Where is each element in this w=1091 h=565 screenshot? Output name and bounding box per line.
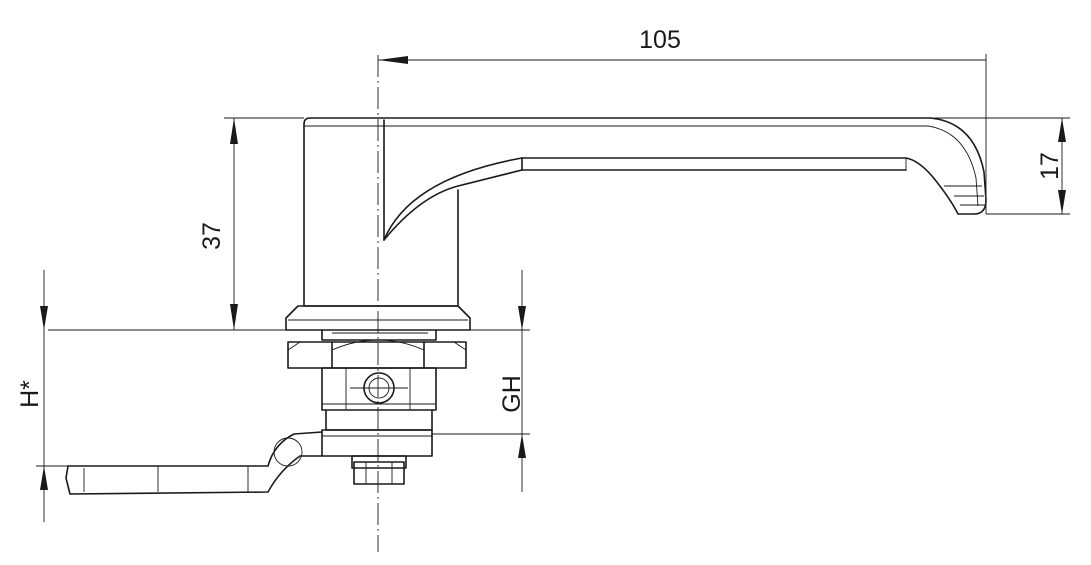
dimension-height-label: 37 (198, 222, 226, 250)
dimension-cam-height: H* (16, 270, 68, 522)
dimension-thickness: 17 (930, 117, 1070, 215)
cam-lever (65, 429, 433, 495)
hex-nut (287, 339, 467, 369)
dimension-height: 37 (48, 117, 304, 331)
lock-housing (321, 367, 437, 431)
lever-handle (303, 117, 987, 307)
dimension-length-label: 105 (639, 26, 681, 54)
dimension-cam-height-label: H* (16, 380, 44, 408)
dimension-grip-range: GH (432, 270, 530, 492)
dimension-length: 105 (378, 26, 987, 214)
dimension-grip-range-label: GH (498, 375, 526, 413)
dimension-thickness-label: 17 (1036, 152, 1064, 180)
